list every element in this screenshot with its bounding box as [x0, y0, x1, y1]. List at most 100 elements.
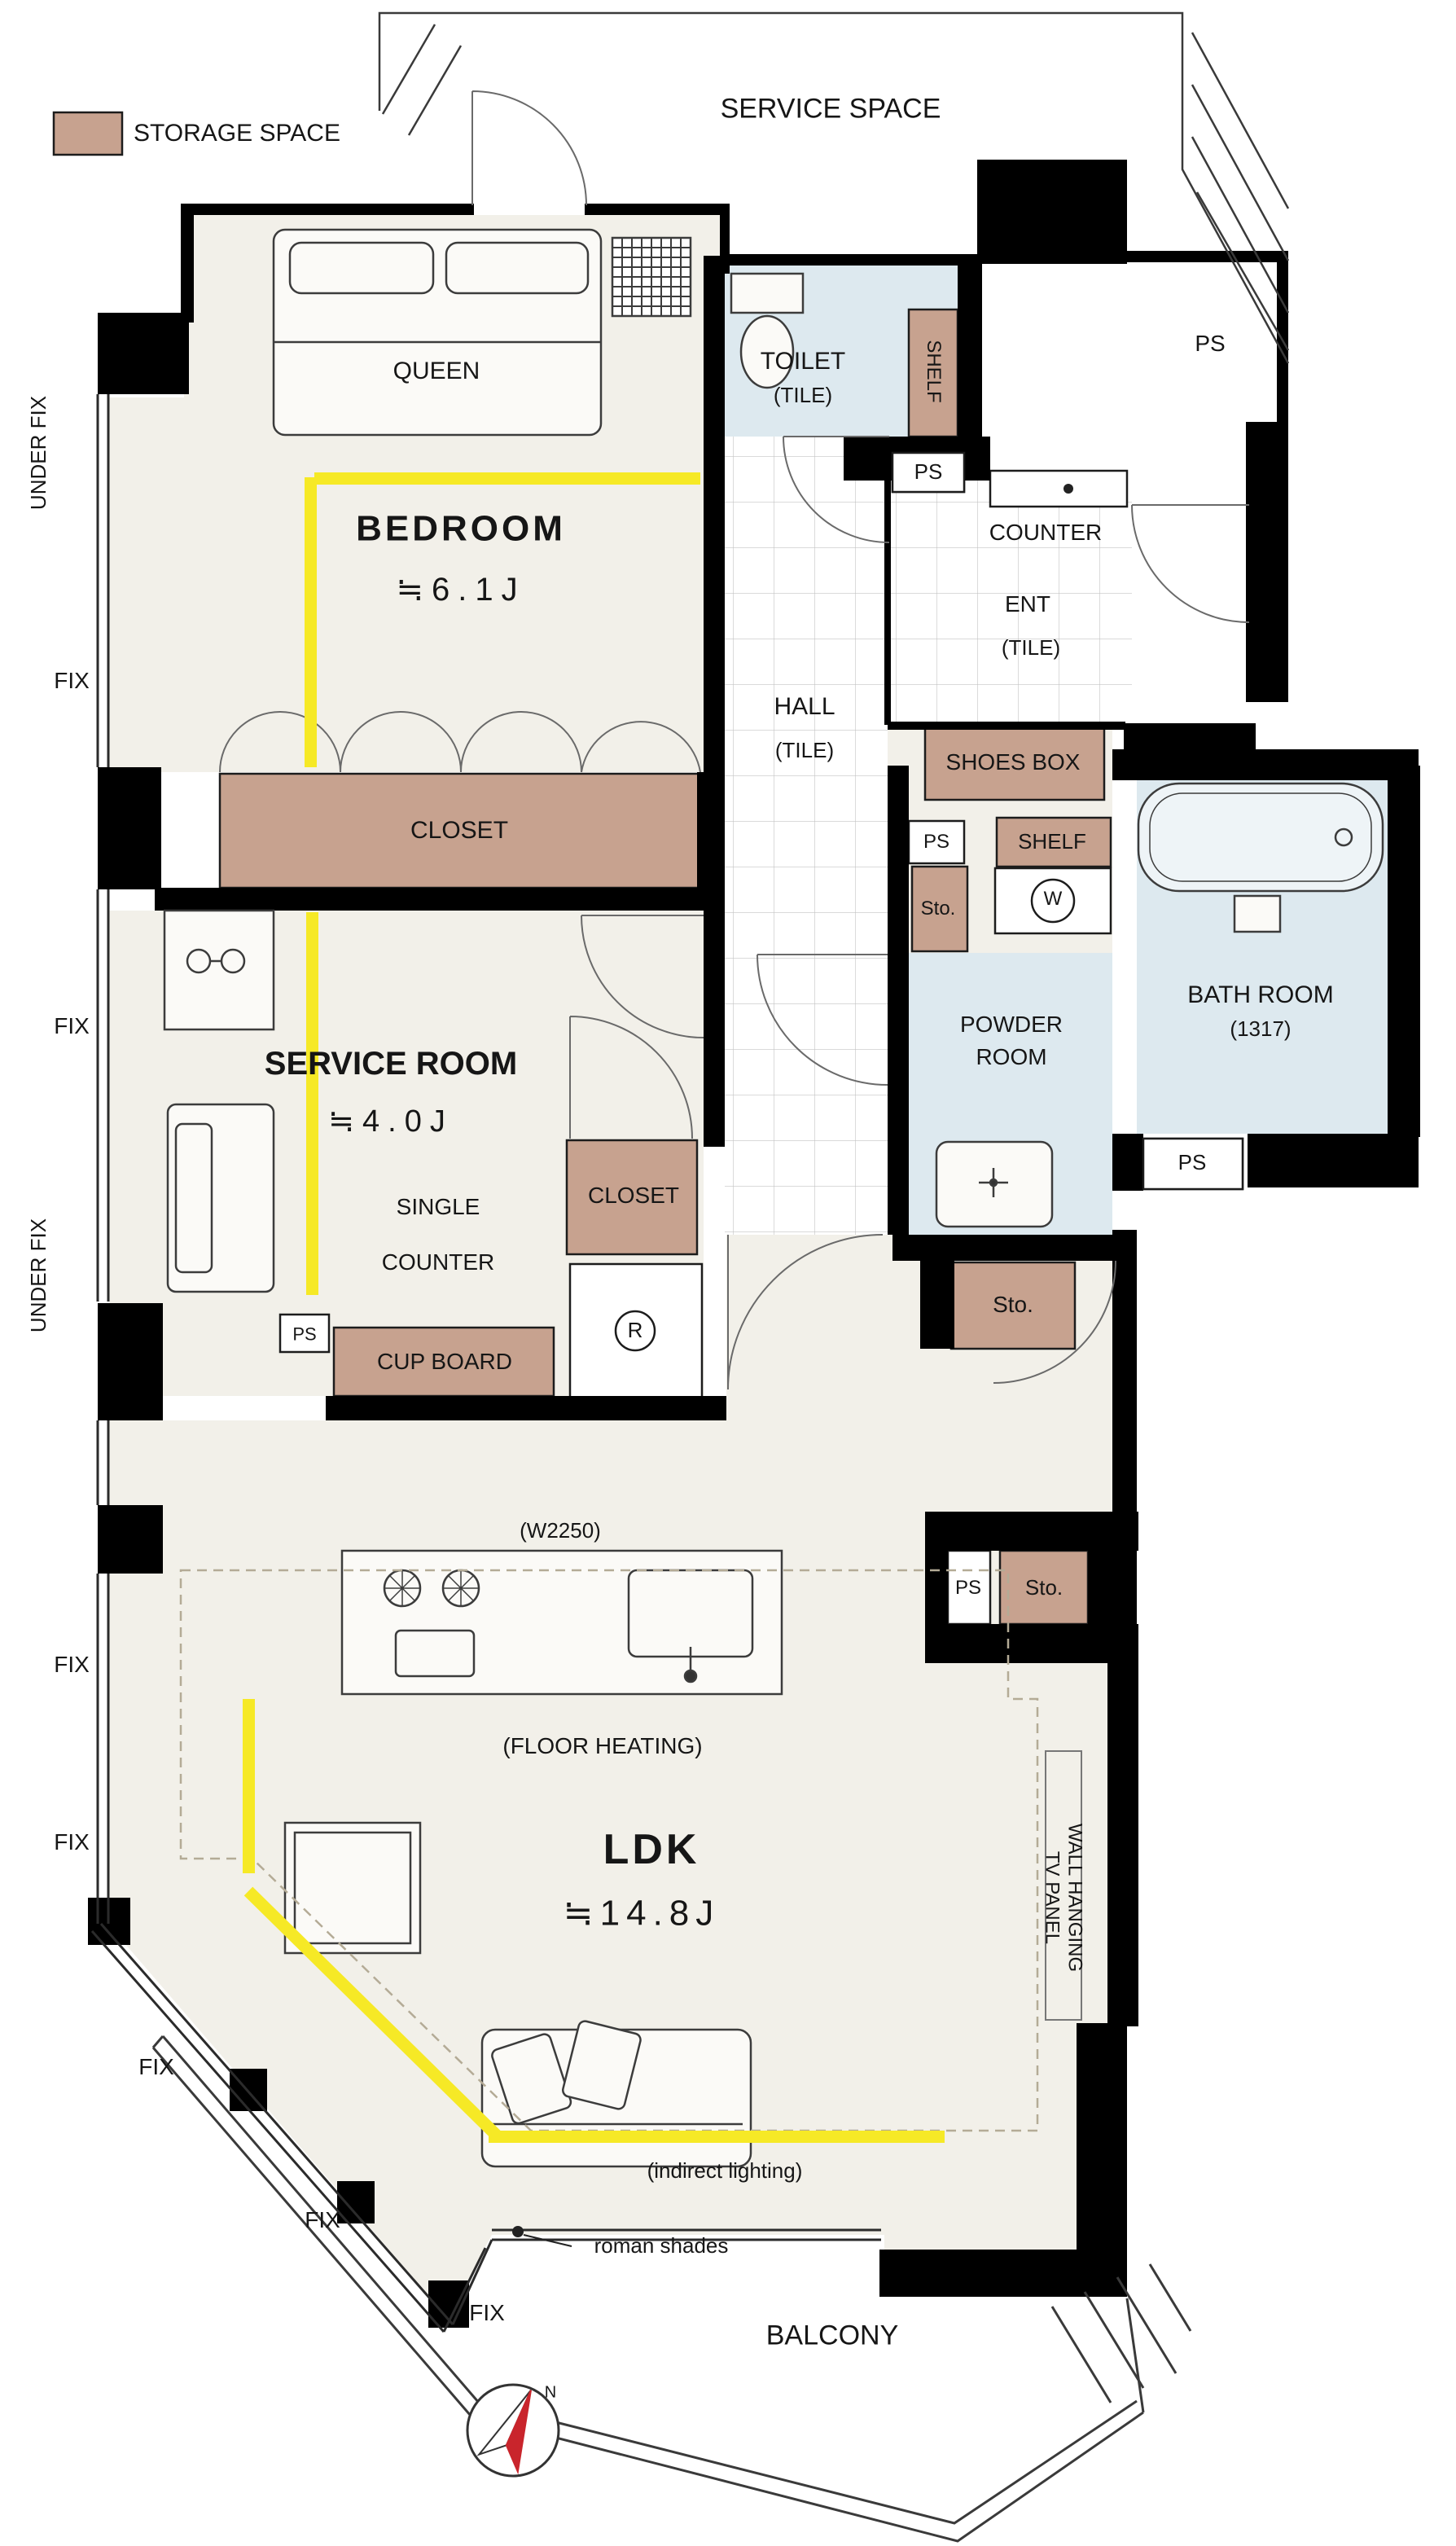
stove-grill [394, 1629, 476, 1678]
service-closet-door [569, 1016, 693, 1139]
ps-label-ent: PS [914, 459, 943, 485]
powder-door [757, 954, 888, 1086]
ps-box-bath-top [1142, 1137, 1244, 1191]
counter-dot [1063, 484, 1073, 494]
bedroom-vent-grid [611, 236, 692, 318]
fridge-circle [614, 1310, 656, 1352]
ent-tile [888, 481, 1132, 725]
bath-size-label: (1317) [1230, 1016, 1292, 1042]
floor-heating-outline [179, 1569, 1039, 2132]
pillow-right [445, 241, 590, 295]
shoes-box-label: SHOES BOX [945, 748, 1081, 775]
fix-label-7: FIX [469, 2299, 505, 2325]
service-room-size: ≒4.0J [328, 1104, 454, 1139]
single-label: SINGLE [396, 1193, 480, 1219]
tv-panel-label: WALL HANGING TV PANEL [1041, 1823, 1086, 1973]
compass-icon [466, 2383, 560, 2478]
washer-label: W [1043, 888, 1063, 911]
desk [163, 909, 275, 1031]
toilet-tank [730, 272, 805, 314]
shelf-label-2: SHELF [1018, 829, 1086, 854]
toilet-label: TOILET [760, 347, 846, 375]
bath-room-label: BATH ROOM [1187, 981, 1334, 1008]
balcony-outline [151, 2035, 1192, 2543]
service-room-name: SERVICE ROOM [264, 1046, 518, 1082]
fix-label-4: FIX [54, 1828, 90, 1855]
fix-label-6: FIX [305, 2206, 340, 2232]
single-chair [166, 1103, 275, 1293]
closet-folding-doors [219, 711, 701, 773]
sofa-cushion-1 [491, 2033, 572, 2125]
hall-tile [725, 437, 888, 1235]
cupboard-box [332, 1326, 555, 1398]
furniture [163, 228, 1384, 2168]
ps-label-ldk: PS [954, 1577, 982, 1600]
fridge-label: R [627, 1318, 643, 1343]
ps-label-cupboard: PS [292, 1323, 317, 1345]
fix-label-1: FIX [54, 667, 90, 693]
ent-counter [989, 469, 1129, 508]
ldk-name: LDK [603, 1826, 700, 1874]
kitchen-sink [627, 1569, 754, 1658]
under-fix-label-2: UNDER FIX [26, 1218, 51, 1333]
shelf2-box [995, 816, 1112, 868]
ldk-size: ≒14.8J [563, 1893, 721, 1934]
ldk-door-left [727, 1234, 884, 1390]
fix-label-2: FIX [54, 1012, 90, 1038]
hall-label: HALL [774, 692, 835, 720]
service-closet-label: CLOSET [587, 1182, 680, 1208]
legend-storage-label: STORAGE SPACE [134, 119, 340, 147]
ldk-door-right [993, 1260, 1116, 1384]
washer-drum [1030, 878, 1076, 924]
bedroom-closet-label: CLOSET [410, 816, 509, 844]
roman-shades-dot [512, 2226, 524, 2237]
tv-panel-label-line2: TV PANEL [1042, 1850, 1063, 1945]
bedroom-size: ≒6.1J [396, 572, 526, 608]
sto1-box [910, 865, 969, 953]
sofa-cushion-2 [561, 2020, 642, 2110]
toilet-shelf-box [907, 308, 959, 438]
ps-label-topright: PS [1195, 330, 1226, 356]
shoes-box [923, 726, 1106, 801]
indirect-lighting-label: (indirect lighting) [647, 2158, 803, 2184]
bedroom-balcony-door [471, 90, 587, 206]
ps-label-shelf: PS [923, 831, 950, 854]
ldk-table [283, 1821, 422, 1955]
toilet-door [783, 436, 890, 543]
entrance-door [1131, 504, 1250, 623]
legend-swatch [52, 111, 124, 156]
ps-box-shelf [907, 819, 966, 865]
fridge-box [568, 1262, 704, 1399]
kitchen-width-label: (W2250) [520, 1518, 601, 1543]
toilet-bowl [739, 314, 795, 389]
sto-label-1: Sto. [920, 898, 956, 920]
queen-bed-label: QUEEN [393, 357, 480, 384]
door-arcs [219, 90, 1250, 1390]
ent-label: ENT [1005, 590, 1050, 617]
windows [90, 394, 881, 2333]
bath-tub [1137, 782, 1384, 893]
roman-shades-leader [523, 2234, 572, 2247]
sto3-box [998, 1549, 1090, 1626]
bedroom-name: BEDROOM [356, 508, 566, 549]
roman-shades-label: roman shades [594, 2233, 729, 2258]
fix-label-5: FIX [138, 2053, 174, 2079]
ent-tile-label: (TILE) [1001, 635, 1061, 661]
compass-north-label: N [544, 2383, 557, 2402]
sto2-box [949, 1261, 1077, 1350]
bath-faucet [1233, 894, 1282, 933]
powder-room-label-2: ROOM [976, 1043, 1047, 1069]
tv-panel-label-line1: WALL HANGING [1063, 1823, 1086, 1973]
balcony-label: BALCONY [765, 2320, 899, 2351]
storage-boxes [52, 111, 1112, 1626]
tv-panel-outline [1045, 1750, 1082, 2021]
counter-label-1: COUNTER [381, 1249, 495, 1275]
pillow-left [288, 241, 435, 295]
service-space-outline [378, 11, 1290, 364]
cupboard-label: CUP BOARD [377, 1348, 512, 1374]
counter-label-2: COUNTER [989, 519, 1103, 545]
toilet-tile-label: (TILE) [773, 383, 833, 408]
ps-label-bath: PS [1178, 1150, 1207, 1175]
